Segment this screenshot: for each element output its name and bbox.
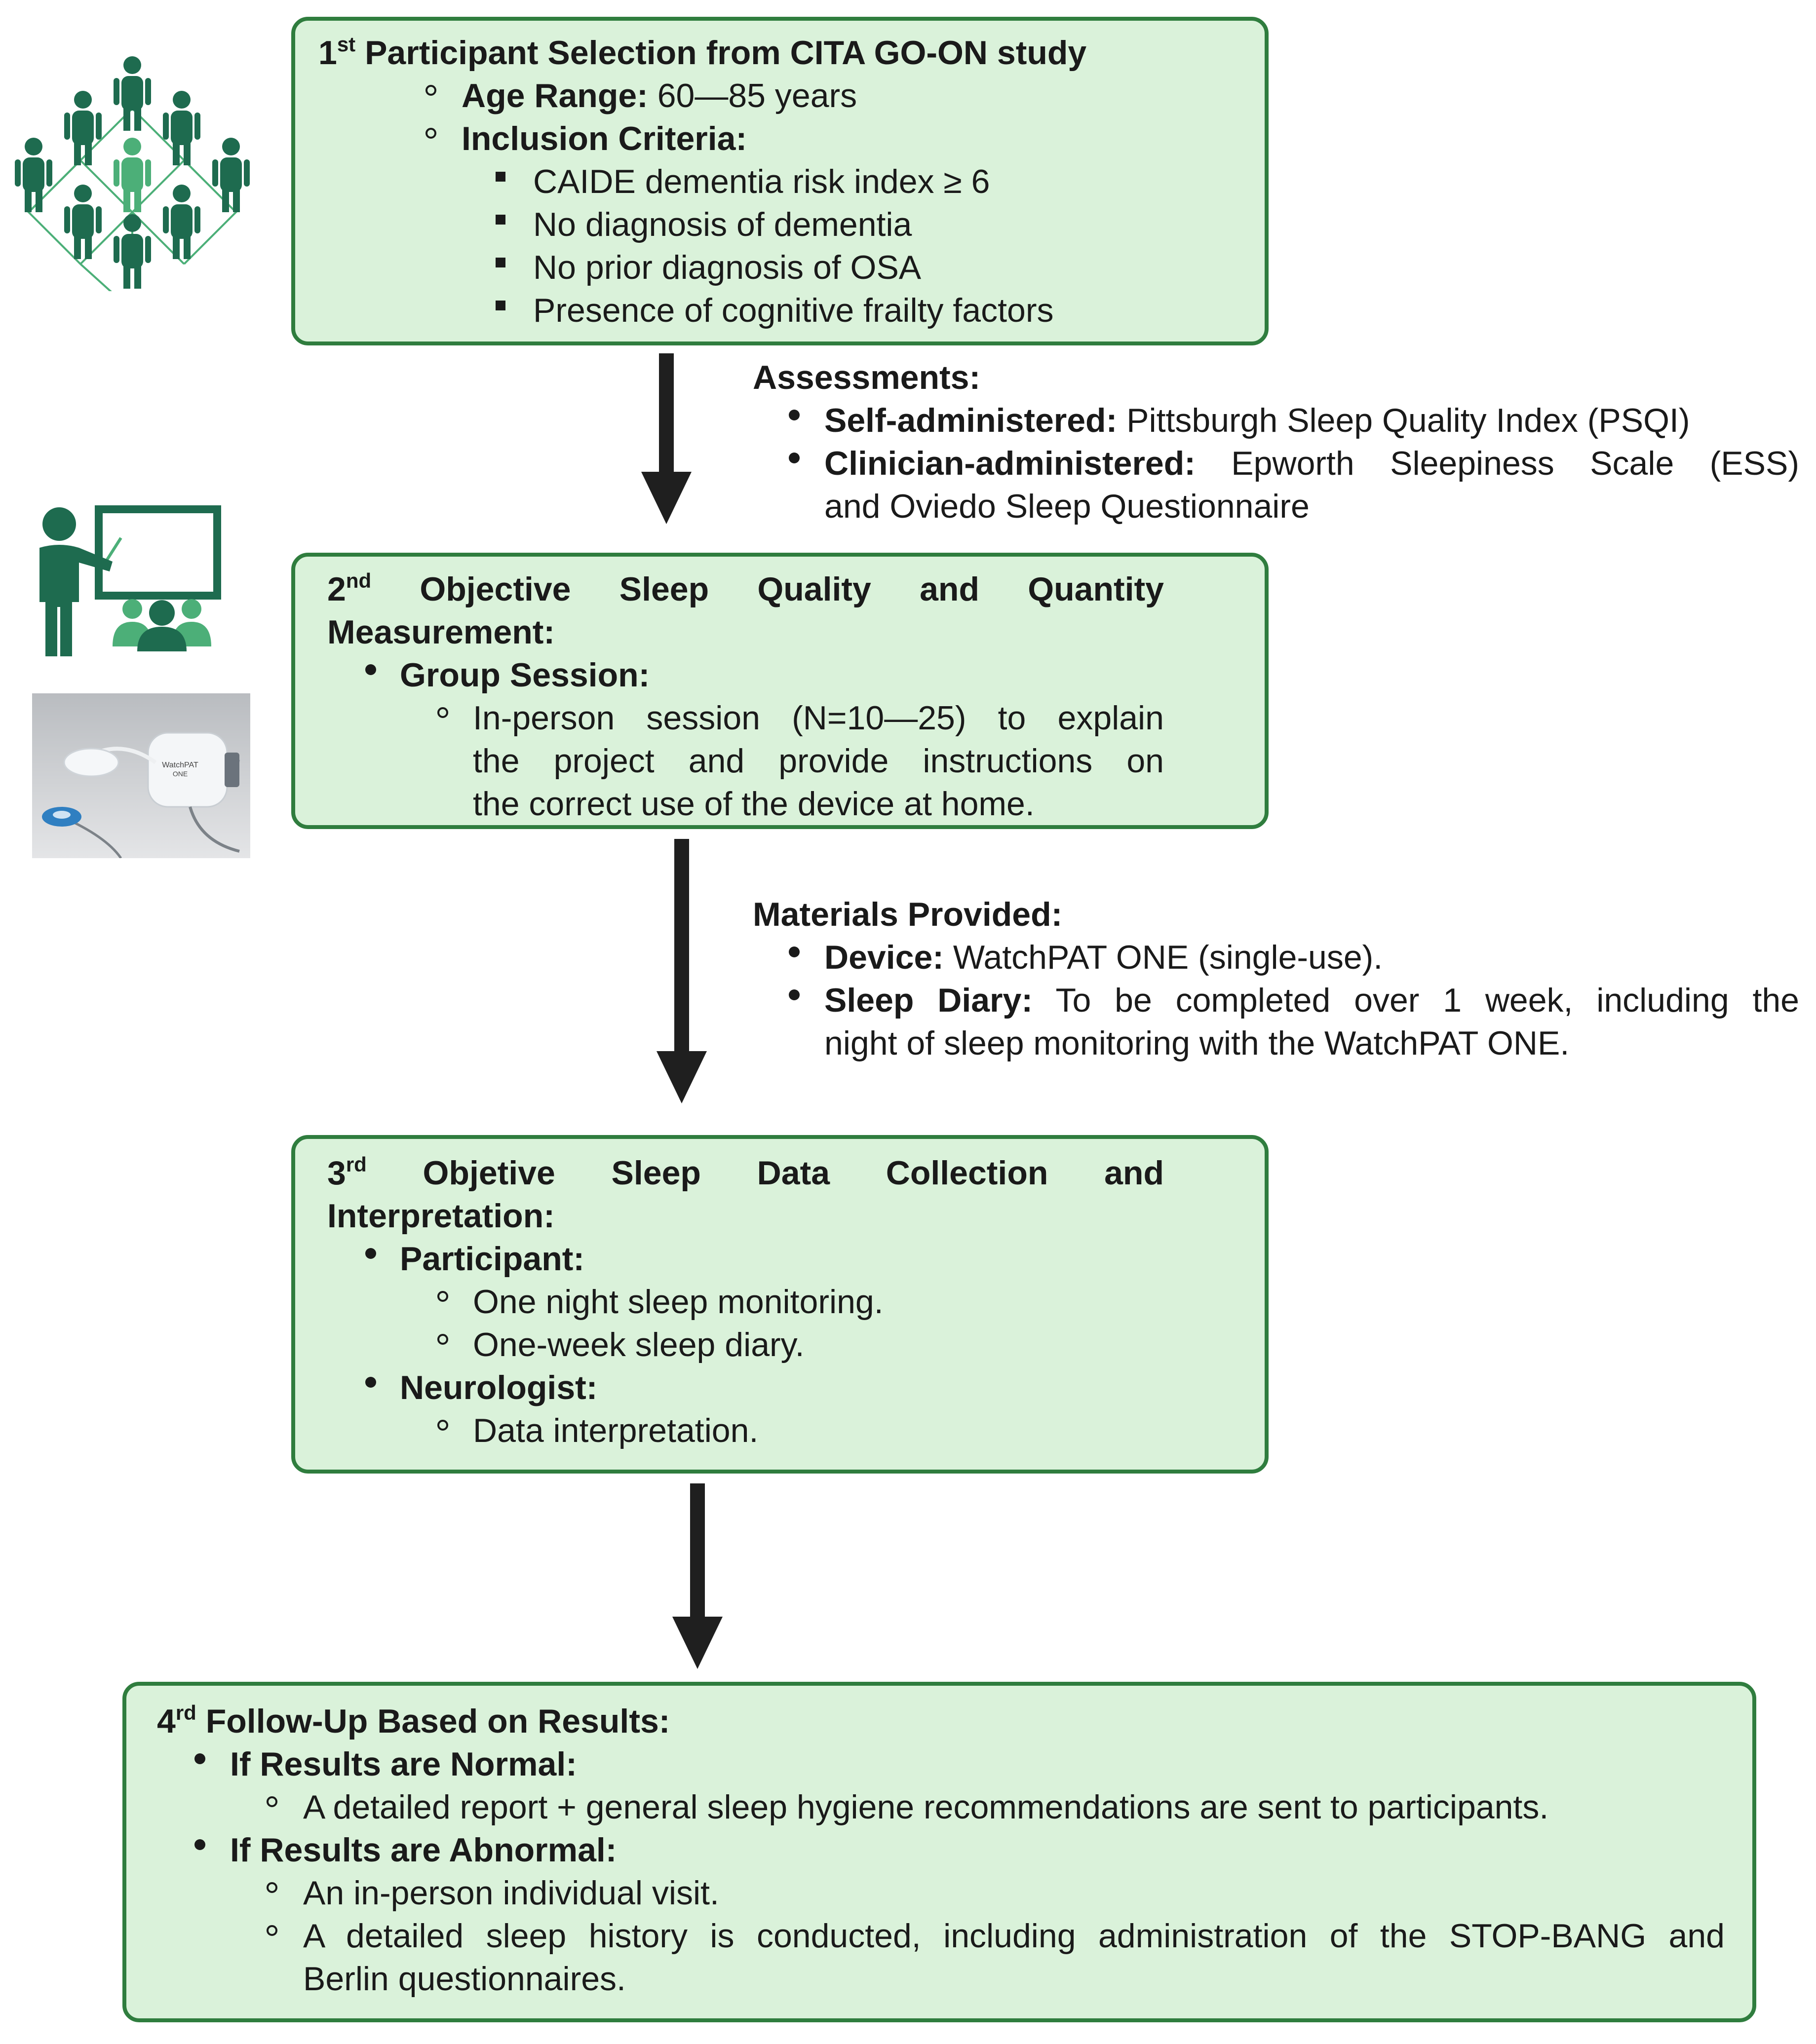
bullet-circle [425,128,436,139]
assessment-clinician: Clinician-administered: Epworth Sleepine… [824,445,1799,482]
step1-box [291,17,1269,345]
participant-item: One-week sleep diary. [473,1326,805,1363]
abnormal-item: An in-person individual visit. [303,1874,719,1912]
assessment-self: Self-administered: Pittsburgh Sleep Qual… [824,402,1690,439]
bullet-square [496,258,505,267]
teacher-presentation-icon [39,505,221,656]
step2-title: 2nd Objective Sleep Quality and Quantity [327,569,1164,608]
bullet-circle [425,85,436,96]
neurologist-item: Data interpretation. [473,1412,759,1449]
normal-label: If Results are Normal: [230,1745,577,1783]
step1-age-range: Age Range: 60—85 years [462,77,857,114]
bullet-circle [267,1925,277,1936]
step3-box [291,1135,1269,1474]
bullet-dot [194,1839,205,1850]
step3-title-cont: Interpretation: [327,1197,555,1235]
participant-label: Participant: [400,1240,585,1278]
group-session-label: Group Session: [400,656,650,694]
arrow-1-to-2 [641,353,692,524]
bullet-dot [789,453,800,463]
bullet-dot [365,1248,376,1259]
material-device: Device: WatchPAT ONE (single-use). [824,939,1383,976]
step4-title: 4rd Follow-Up Based on Results: [157,1701,670,1741]
arrow-3-to-4 [672,1483,723,1669]
bullet-dot [789,410,800,420]
materials-heading: Materials Provided: [753,896,1063,933]
bullet-circle [437,1334,448,1345]
step4-box [122,1682,1756,2022]
session-text-3: the correct use of the device at home. [473,785,1035,823]
bullet-square [496,215,505,225]
bullet-circle [437,1291,448,1302]
step1-title: 1st Participant Selection from CITA GO-O… [318,33,1087,72]
material-diary-cont: night of sleep monitoring with the Watch… [824,1024,1570,1062]
watchpat-device-photo: WatchPAT ONE [32,693,250,858]
assessment-clinician-cont: and Oviedo Sleep Questionnaire [824,488,1310,525]
material-diary: Sleep Diary: To be completed over 1 week… [824,982,1799,1019]
participant-item: One night sleep monitoring. [473,1283,884,1321]
bullet-square [496,172,505,182]
bullet-circle [267,1882,277,1893]
abnormal-item-cont: Berlin questionnaires. [303,1960,626,1998]
arrow-2-to-3 [657,839,707,1103]
bullet-dot [789,946,800,957]
session-text-2: the project and provide instructions on [473,742,1164,780]
bullet-circle [437,1420,448,1431]
step2-box [291,553,1269,829]
assessments-heading: Assessments: [753,359,981,396]
bullet-circle [437,707,448,718]
criterion-item: Presence of cognitive frailty factors [533,292,1054,329]
bullet-dot [194,1753,205,1764]
normal-item: A detailed report + general sleep hygien… [303,1788,1549,1826]
step3-title: 3rd Objetive Sleep Data Collection and [327,1153,1164,1192]
bullet-square [496,301,505,310]
device-label-1: WatchPAT [162,761,198,769]
bullet-circle [267,1796,277,1807]
abnormal-label: If Results are Abnormal: [230,1831,617,1869]
bullet-dot [365,664,376,675]
criterion-item: No diagnosis of dementia [533,206,912,243]
participant-network-icon [15,56,250,291]
criterion-item: CAIDE dementia risk index ≥ 6 [533,163,990,200]
bullet-dot [365,1377,376,1388]
device-label-2: ONE [173,770,188,778]
abnormal-item: A detailed sleep history is conducted, i… [303,1917,1725,1955]
neurologist-label: Neurologist: [400,1369,598,1406]
criterion-item: No prior diagnosis of OSA [533,249,922,286]
step2-title-cont: Measurement: [327,613,555,651]
step1-inclusion-label: Inclusion Criteria: [462,120,747,157]
bullet-dot [789,989,800,1000]
session-text-1: In-person session (N=10—25) to explain [473,699,1164,737]
